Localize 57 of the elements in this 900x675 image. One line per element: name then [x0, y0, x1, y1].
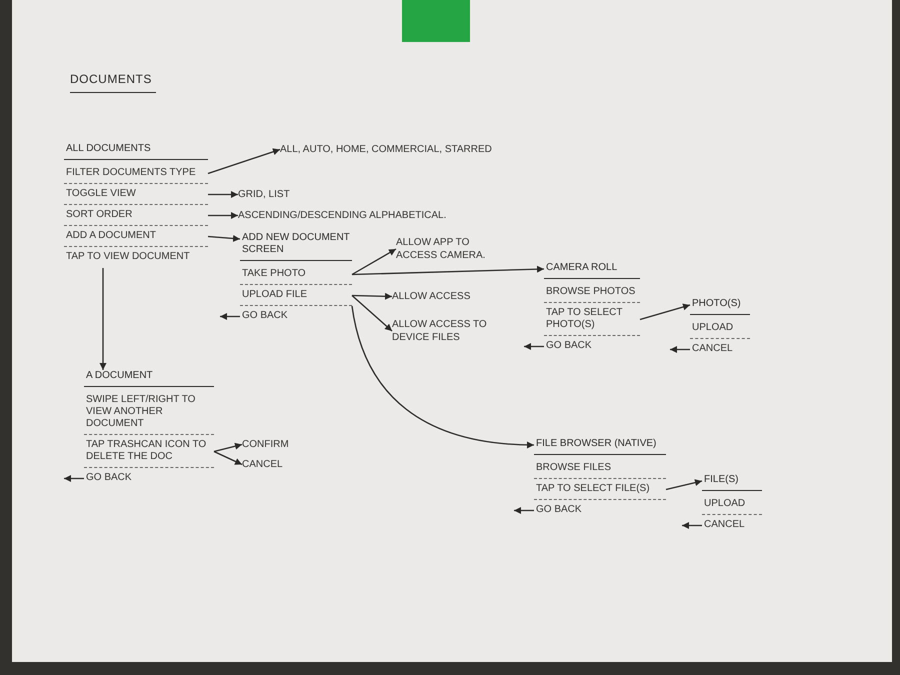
arrow	[640, 304, 690, 320]
menu-option: TAP TRASHCAN ICON TO DELETE THE DOC	[84, 435, 214, 468]
page-title: DOCUMENTS	[70, 72, 156, 93]
menu-option: TOGGLE VIEW	[64, 184, 208, 205]
screen-title: A DOCUMENT	[84, 370, 214, 387]
arrow	[208, 191, 238, 198]
note-text: ASCENDING/DESCENDING ALPHABETICAL.	[238, 209, 446, 222]
arrow	[352, 266, 544, 276]
note-text: ALLOW ACCESS	[392, 290, 470, 303]
arrow	[208, 234, 240, 242]
menu-option: TAP TO SELECT FILE(S)	[534, 479, 666, 500]
menu-option: TAP TO SELECT PHOTO(S)	[544, 303, 640, 336]
arrow	[208, 148, 280, 174]
menu-option: BROWSE FILES	[534, 458, 666, 479]
arrow	[100, 268, 106, 370]
arrow	[524, 343, 544, 350]
curved-arrow	[351, 306, 534, 448]
menu-option: TAKE PHOTO	[240, 264, 352, 285]
screen-title: FILE BROWSER (NATIVE)	[534, 438, 666, 455]
arrow	[214, 450, 242, 466]
menu-option: UPLOAD FILE	[240, 285, 352, 306]
menu-option: FILTER DOCUMENTS TYPE	[64, 163, 208, 184]
arrow	[214, 442, 242, 452]
menu-option: GO BACK	[544, 336, 640, 357]
arrow	[682, 522, 702, 529]
menu-option: UPLOAD	[702, 494, 762, 515]
arrow	[352, 295, 392, 332]
arrow	[666, 479, 702, 490]
menu-option: SWIPE LEFT/RIGHT TO VIEW ANOTHER DOCUMENT	[84, 390, 214, 435]
note-text: GRID, LIST	[238, 188, 290, 201]
note-text: ALLOW ACCESS TO DEVICE FILES	[392, 318, 497, 344]
note-text: ALLOW APP TO ACCESS CAMERA.	[396, 236, 496, 262]
arrow	[352, 248, 396, 276]
menu-option: CANCEL	[690, 339, 750, 360]
menu-option: BROWSE PHOTOS	[544, 282, 640, 303]
note-text: CONFIRM	[242, 438, 289, 451]
arrow	[220, 313, 240, 320]
menu-option: UPLOAD	[690, 318, 750, 339]
arrow	[670, 346, 690, 353]
menu-option: ADD A DOCUMENT	[64, 226, 208, 247]
screen-title: ADD NEW DOCUMENT SCREEN	[240, 232, 352, 261]
arrow	[514, 507, 534, 514]
arrow	[64, 475, 84, 482]
note-text: CANCEL	[242, 458, 283, 471]
screen-title: ALL DOCUMENTS	[64, 143, 208, 160]
menu-option: CANCEL	[702, 515, 762, 536]
screen-title: FILE(S)	[702, 474, 762, 491]
arrow	[352, 292, 392, 300]
menu-option: GO BACK	[534, 500, 666, 521]
menu-option: GO BACK	[84, 468, 214, 489]
screen-title: PHOTO(S)	[690, 298, 750, 315]
menu-option: GO BACK	[240, 306, 352, 327]
menu-option: SORT ORDER	[64, 205, 208, 226]
arrow	[208, 212, 238, 219]
screen-title: CAMERA ROLL	[544, 262, 640, 279]
note-text: ALL, AUTO, HOME, COMMERCIAL, STARRED	[280, 143, 492, 156]
menu-option: TAP TO VIEW DOCUMENT	[64, 247, 208, 268]
